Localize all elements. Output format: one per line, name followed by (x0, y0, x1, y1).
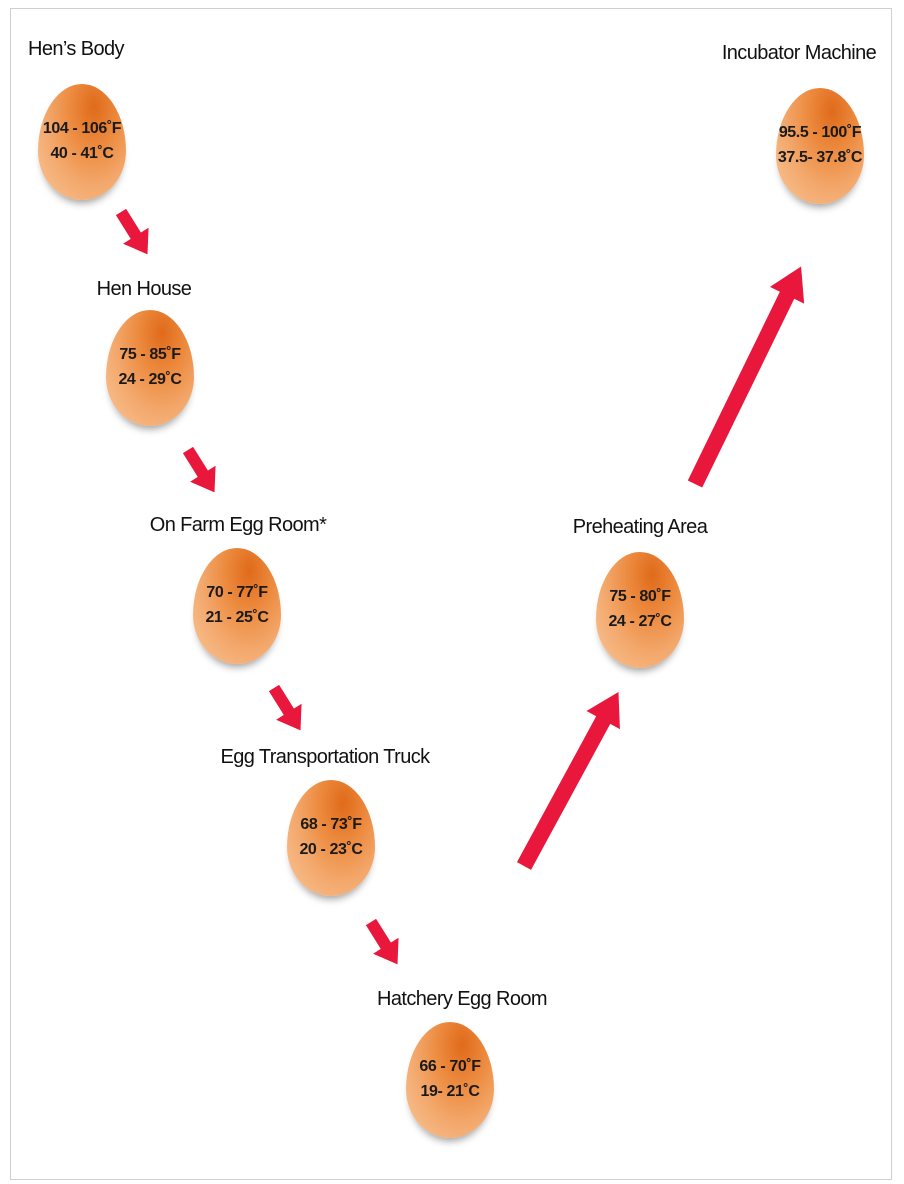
temp-fahrenheit: 68 - 73˚F (300, 816, 362, 834)
temp-celsius: 24 - 27˚C (608, 613, 672, 630)
stage-label-hatchery-egg-room: Hatchery Egg Room (377, 988, 547, 1010)
arrow-up-2 (687, 266, 805, 488)
temp-fahrenheit: 70 - 77˚F (206, 584, 268, 602)
temp-fahrenheit: 95.5 - 100˚F (778, 124, 862, 142)
stage-label-preheating-area: Preheating Area (572, 516, 708, 538)
temp-celsius: 40 - 41˚C (50, 145, 114, 162)
stage-label-incubator-machine: Incubator Machine (721, 42, 877, 64)
stage-label-on-farm-egg-room: On Farm Egg Room* (149, 514, 327, 536)
egg-transportation-truck: 68 - 73˚F 20 - 23˚C (287, 780, 375, 896)
egg-on-farm-egg-room: 70 - 77˚F 21 - 25˚C (193, 548, 281, 664)
temp-fahrenheit: 75 - 80˚F (609, 588, 671, 606)
egg-preheating-area: 75 - 80˚F 24 - 27˚C (596, 552, 684, 668)
egg-hatchery-egg-room: 66 - 70˚F 19- 21˚C (406, 1022, 494, 1138)
temp-celsius: 20 - 23˚C (299, 841, 363, 858)
stage-label-hen-house: Hen House (96, 278, 192, 300)
temp-fahrenheit: 75 - 85˚F (119, 346, 181, 364)
diagram-frame (10, 8, 892, 1180)
arrow-up-1 (516, 691, 620, 870)
egg-hen-house: 75 - 85˚F 24 - 29˚C (106, 310, 194, 426)
temp-fahrenheit: 66 - 70˚F (419, 1058, 481, 1076)
arrow-down-2 (182, 446, 216, 493)
arrow-down-1 (115, 208, 149, 255)
egg-incubator-machine: 95.5 - 100˚F 37.5- 37.8˚C (776, 88, 864, 204)
arrow-down-4 (365, 918, 399, 965)
temp-celsius: 37.5- 37.8˚C (777, 149, 863, 166)
temp-fahrenheit: 104 - 106˚F (42, 120, 122, 138)
temp-celsius: 21 - 25˚C (205, 609, 269, 626)
egg-hens-body: 104 - 106˚F 40 - 41˚C (38, 84, 126, 200)
arrow-down-3 (268, 684, 302, 731)
stage-label-hens-body: Hen’s Body (28, 38, 125, 60)
temp-celsius: 19- 21˚C (420, 1083, 480, 1100)
stage-label-egg-transportation-truck: Egg Transportation Truck (220, 746, 430, 768)
temp-celsius: 24 - 29˚C (118, 371, 182, 388)
